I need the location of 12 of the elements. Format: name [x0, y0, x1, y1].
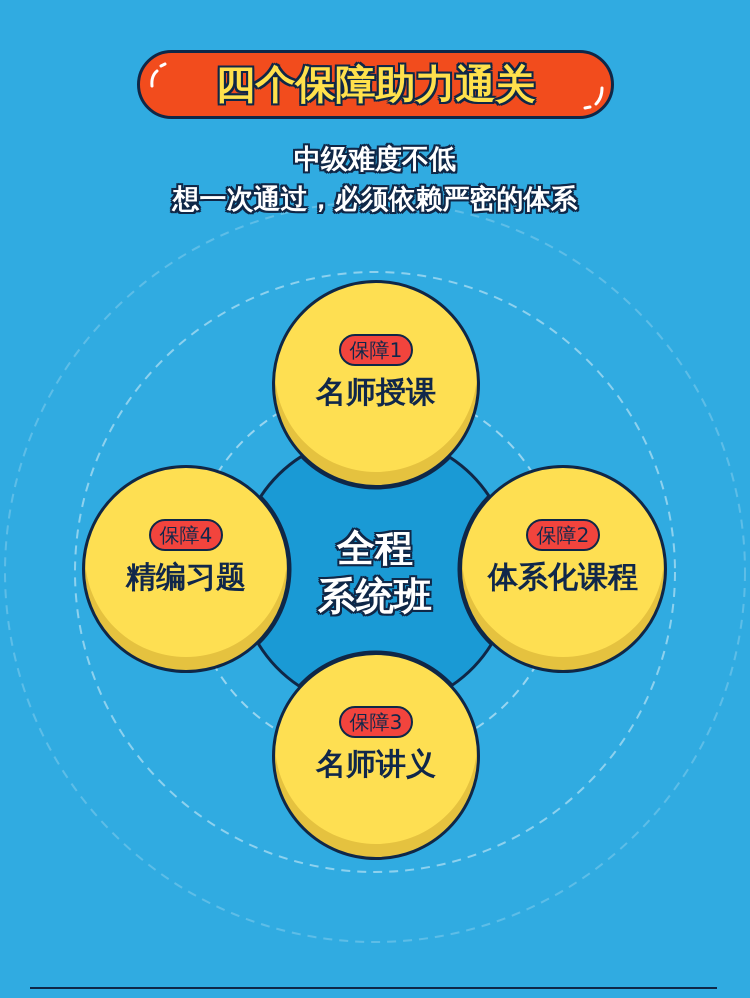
number-badge: 保障4	[148, 519, 224, 551]
hub-title: 全程系统班	[318, 525, 432, 620]
circle-label: 精编习题	[126, 559, 246, 597]
number-badge: 保障2	[526, 519, 600, 551]
number-badge: 保障3	[338, 706, 414, 738]
subtitle-line: 中级难度不低	[294, 143, 456, 177]
circle-label: 体系化课程	[488, 559, 638, 597]
number-badge: 保障1	[338, 334, 414, 366]
circle-label: 名师授课	[316, 374, 436, 412]
subtitle-line: 想一次通过，必须依赖严密的体系	[172, 183, 578, 217]
title: 四个保障助力通关	[216, 60, 536, 108]
circle-label: 名师讲义	[316, 746, 436, 784]
